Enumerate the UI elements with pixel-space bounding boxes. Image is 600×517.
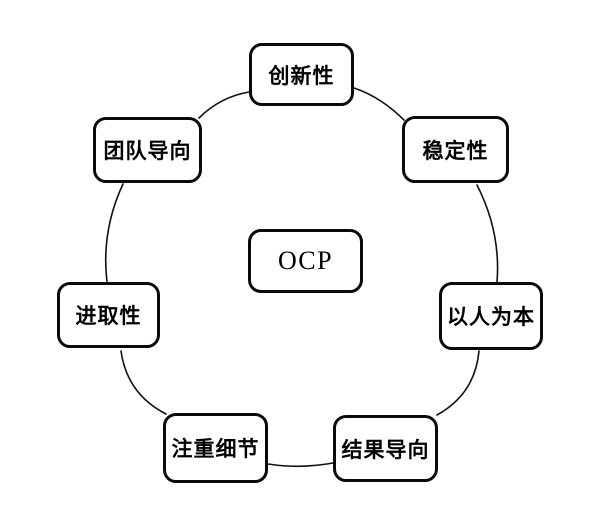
connector-results-detail <box>267 462 334 468</box>
connector-innovation-stability <box>353 87 405 121</box>
connector-team-innovation <box>198 91 250 119</box>
node-attention-to-detail: 注重细节 <box>163 413 268 483</box>
node-center-ocp: OCP <box>248 229 363 293</box>
connector-stability-people <box>476 184 499 283</box>
connector-enterprising-team <box>104 183 124 283</box>
node-label: 注重细节 <box>171 437 260 461</box>
node-results-oriented: 结果导向 <box>333 415 438 482</box>
node-label: 结果导向 <box>341 437 430 462</box>
node-label: 团队导向 <box>103 139 192 163</box>
connector-detail-enterprising <box>120 350 167 415</box>
node-label: 稳定性 <box>422 138 489 163</box>
connector-people-results <box>436 350 480 416</box>
node-label: 以人为本 <box>447 305 535 329</box>
node-team-oriented: 团队导向 <box>93 117 202 183</box>
node-innovation: 创新性 <box>249 43 354 106</box>
node-label: OCP <box>277 246 334 275</box>
node-label: 创新性 <box>268 63 335 88</box>
node-people-oriented: 以人为本 <box>439 282 543 350</box>
node-stability: 稳定性 <box>402 116 509 183</box>
node-enterprising: 进取性 <box>57 282 160 348</box>
node-label: 进取性 <box>75 304 142 328</box>
